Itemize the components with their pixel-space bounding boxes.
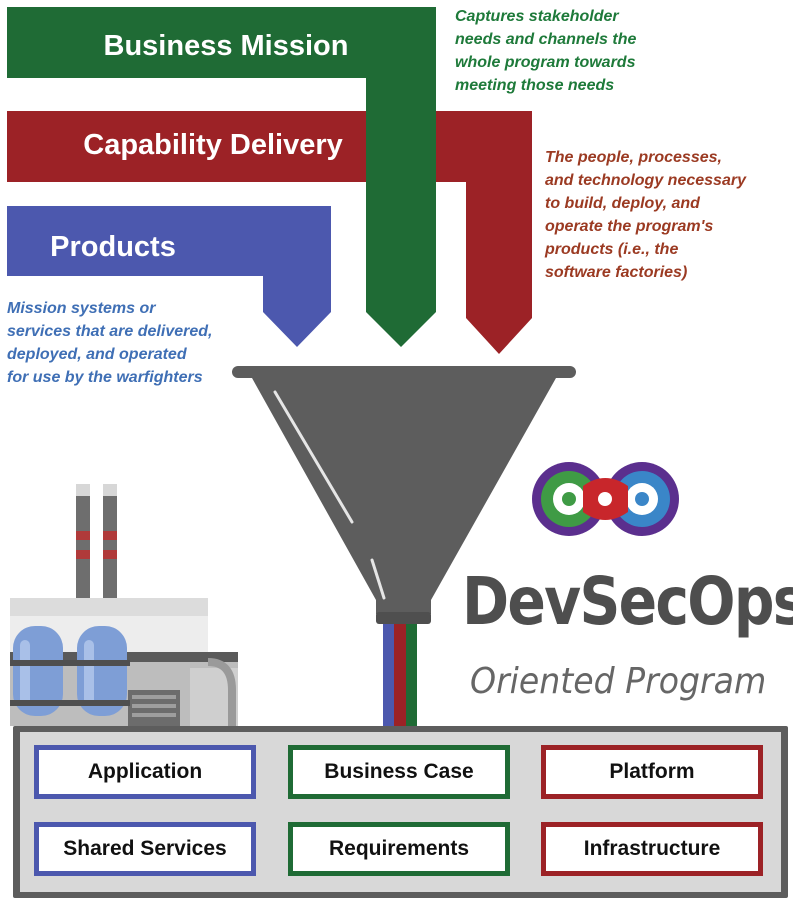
shared-services-box: Shared Services [34, 822, 256, 876]
business-mission-label: Business Mission [104, 30, 349, 62]
requirements-box: Requirements [288, 822, 510, 876]
capability-note-line: to build, deploy, and [545, 195, 700, 212]
business-note-line: meeting those needs [455, 77, 615, 94]
business-note-line: Captures stakeholder [455, 8, 619, 25]
brand-title: DevSecOps [462, 563, 793, 640]
products-band [7, 206, 331, 347]
products-note-line: deployed, and operated [7, 346, 187, 363]
program-base-inner: Application Business Case Platform Share… [20, 732, 781, 892]
program-base-platform: Application Business Case Platform Share… [13, 726, 788, 898]
box-label: Platform [609, 760, 695, 783]
products-label: Products [50, 231, 176, 263]
capability-note-line: and technology necessary [545, 172, 746, 189]
brand-subtitle: Oriented Program [470, 661, 767, 702]
capability-note-line: operate the program's [545, 218, 714, 235]
infrastructure-box: Infrastructure [541, 822, 763, 876]
products-note-line: for use by the warfighters [7, 369, 203, 386]
capability-note-line: products (i.e., the [545, 241, 679, 258]
box-label: Shared Services [63, 837, 227, 860]
business-note-line: whole program towards [455, 54, 636, 71]
business-case-box: Business Case [288, 745, 510, 799]
application-box: Application [34, 745, 256, 799]
capability-delivery-note: The people, processes, and technology ne… [545, 146, 746, 284]
products-note: Mission systems or services that are del… [7, 297, 212, 389]
factory-icon [10, 484, 238, 726]
business-note-line: needs and channels the [455, 31, 637, 48]
products-note-line: services that are delivered, [7, 323, 213, 340]
products-note-line: Mission systems or [7, 300, 156, 317]
business-mission-note: Captures stakeholder needs and channels … [455, 5, 636, 97]
platform-box: Platform [541, 745, 763, 799]
business-mission-band [7, 7, 436, 347]
funnel-icon [232, 366, 576, 728]
box-label: Business Case [324, 760, 474, 783]
capability-note-line: software factories) [545, 264, 688, 281]
box-label: Application [87, 760, 203, 783]
capability-delivery-label: Capability Delivery [83, 129, 343, 161]
box-label: Infrastructure [583, 837, 721, 860]
capability-note-line: The people, processes, [545, 149, 722, 166]
box-label: Requirements [328, 837, 470, 860]
devsecops-infinity-logo-icon [532, 462, 679, 536]
